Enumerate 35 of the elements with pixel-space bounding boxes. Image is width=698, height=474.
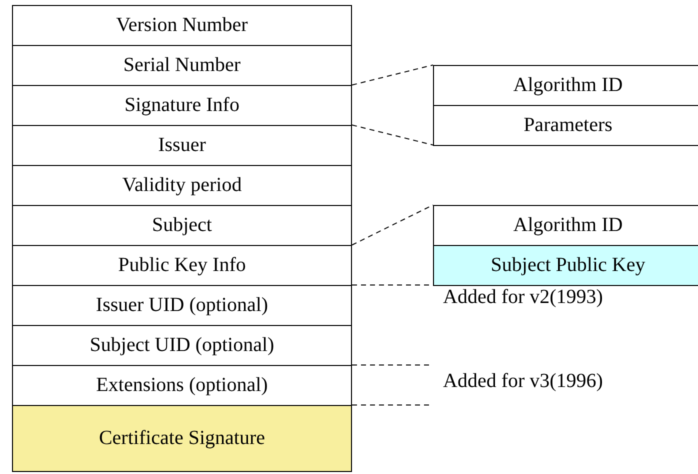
field-label: Extensions (optional) [96,374,268,397]
field-box [433,205,698,246]
field-box [433,65,698,106]
dashed-connector [352,64,434,86]
field-box [12,285,352,326]
field-box [12,325,352,366]
field-label: Serial Number [123,54,241,77]
field-box [12,165,352,206]
field-box [433,105,698,146]
field-label: Parameters [524,114,612,137]
version-note: Added for v3(1996) [443,370,603,393]
field-box [12,365,352,406]
version-note: Added for v2(1993) [443,286,603,309]
field-label: Algorithm ID [513,74,623,97]
field-box [12,45,352,86]
field-box [12,245,352,286]
field-label: Subject [152,214,212,237]
field-label: Subject Public Key [490,254,646,277]
field-label: Version Number [116,14,248,37]
field-box [433,245,698,286]
field-label: Validity period [122,174,242,197]
field-box [12,205,352,246]
dashed-connector [352,204,434,246]
dashed-connector [352,124,434,146]
field-label: Certificate Signature [98,427,266,450]
field-box [12,405,352,472]
field-box [12,85,352,126]
field-label: Issuer [158,134,206,157]
field-label: Subject UID (optional) [90,334,274,357]
field-label: Signature Info [124,94,240,117]
field-box [12,5,352,46]
field-label: Public Key Info [118,254,246,277]
field-label: Issuer UID (optional) [96,294,268,317]
field-label: Algorithm ID [513,214,623,237]
field-box [12,125,352,166]
